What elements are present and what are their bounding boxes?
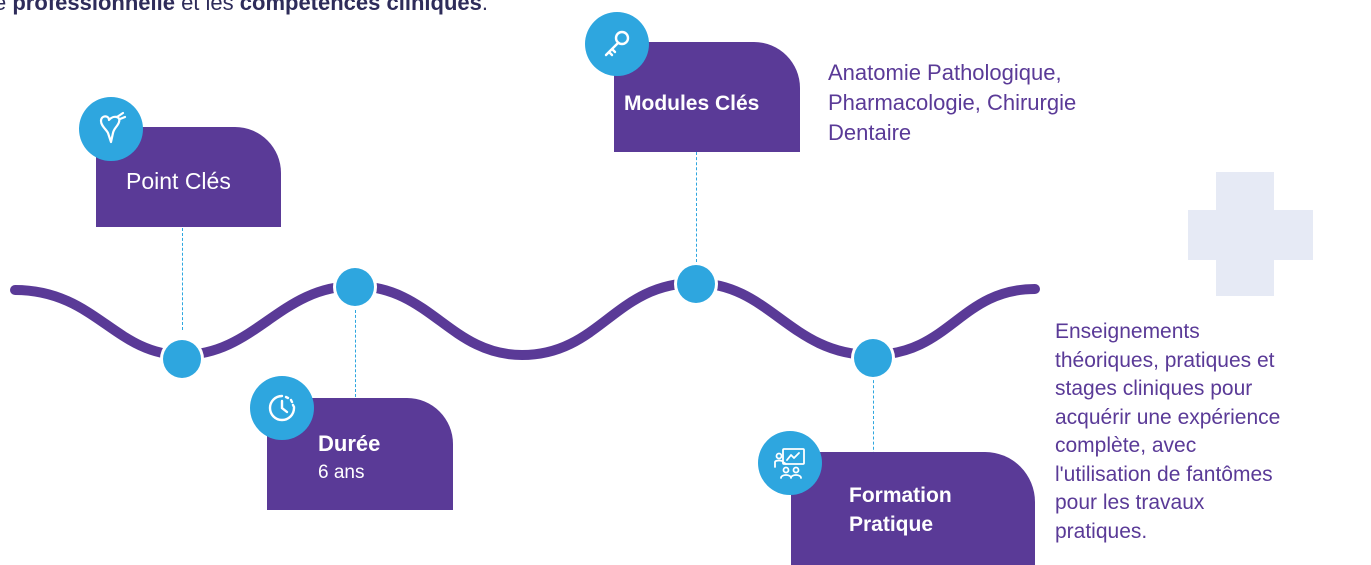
presentation-icon <box>758 431 822 495</box>
intro-part-3: . <box>481 0 488 15</box>
connector-points-cles <box>182 228 183 330</box>
card-points-cles-label: Point Clés <box>126 168 231 194</box>
card-duree-label: Durée <box>318 431 381 456</box>
intro-part-1: e <box>0 0 7 15</box>
connector-modules-cles <box>696 152 697 262</box>
modules-cles-description: Anatomie Pathologique, Pharmacologie, Ch… <box>828 58 1076 148</box>
clock-icon <box>250 376 314 440</box>
formation-desc-line-7: pour les travaux <box>1055 491 1205 514</box>
modules-desc-line-1: Anatomie Pathologique, <box>828 60 1062 85</box>
card-formation-pratique-label-1: Formation <box>849 484 952 507</box>
intro-text: e professionnelle et les compétences cli… <box>0 0 488 16</box>
dental-tools-icon <box>79 97 143 161</box>
timeline-dot-1 <box>163 340 201 378</box>
intro-part-2: et les <box>174 0 240 15</box>
timeline-dot-2 <box>336 268 374 306</box>
card-duree-value: 6 ans <box>318 462 365 483</box>
plus-decoration-horizontal <box>1188 210 1313 260</box>
key-icon <box>585 12 649 76</box>
formation-desc-line-4: acquérir une expérience <box>1055 405 1281 429</box>
formation-desc-line-3: stages cliniques pour <box>1055 377 1253 400</box>
timeline-dot-4 <box>854 339 892 377</box>
connector-formation-pratique <box>873 375 874 460</box>
timeline-dot-3 <box>677 265 715 303</box>
card-modules-cles: Modules Clés <box>614 42 800 152</box>
formation-desc-line-8: pratiques. <box>1055 519 1148 543</box>
intro-bold-2: compétences cliniques <box>239 0 482 15</box>
formation-desc-line-2: théoriques, pratiques et <box>1055 348 1275 372</box>
card-modules-cles-label: Modules Clés <box>624 92 760 115</box>
connector-duree <box>355 305 356 397</box>
formation-desc-line-6: l'utilisation de fantômes <box>1055 462 1273 486</box>
card-formation-pratique-label-2: Pratique <box>849 513 934 536</box>
formation-desc-line-5: complète, avec <box>1055 434 1197 457</box>
modules-desc-line-3: Dentaire <box>828 120 912 145</box>
card-formation-pratique: Formation Pratique <box>791 452 1035 565</box>
formation-pratique-description: Enseignements théoriques, pratiques et s… <box>1055 318 1280 546</box>
intro-bold-1: professionnelle <box>12 0 175 15</box>
formation-desc-line-1: Enseignements <box>1055 320 1200 343</box>
modules-desc-line-2: Pharmacologie, Chirurgie <box>828 90 1077 115</box>
